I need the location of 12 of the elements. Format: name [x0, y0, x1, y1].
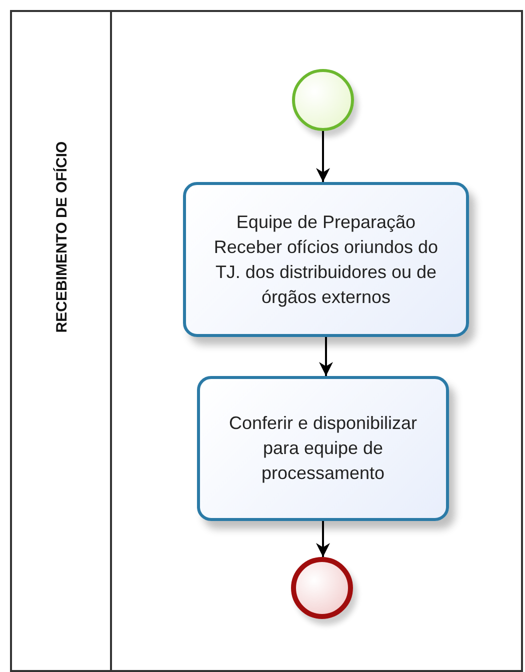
task-label: Receber ofícios oriundos do TJ. dos distribuidores ou de órgãos externos [212, 236, 440, 309]
task-heading: Equipe de Preparação [236, 210, 416, 234]
task-box [197, 376, 449, 521]
lane-title: RECEBIMENTO DE OFÍCIO [54, 141, 70, 333]
arrow [319, 337, 333, 376]
arrow [316, 521, 330, 557]
task-box [183, 182, 469, 337]
swimlane [10, 10, 523, 672]
start-event-circle [292, 69, 354, 131]
task-label: Conferir e disponibilizar para equipe de processamento [228, 412, 418, 485]
end-event-circle [291, 557, 353, 619]
arrow [316, 131, 330, 182]
